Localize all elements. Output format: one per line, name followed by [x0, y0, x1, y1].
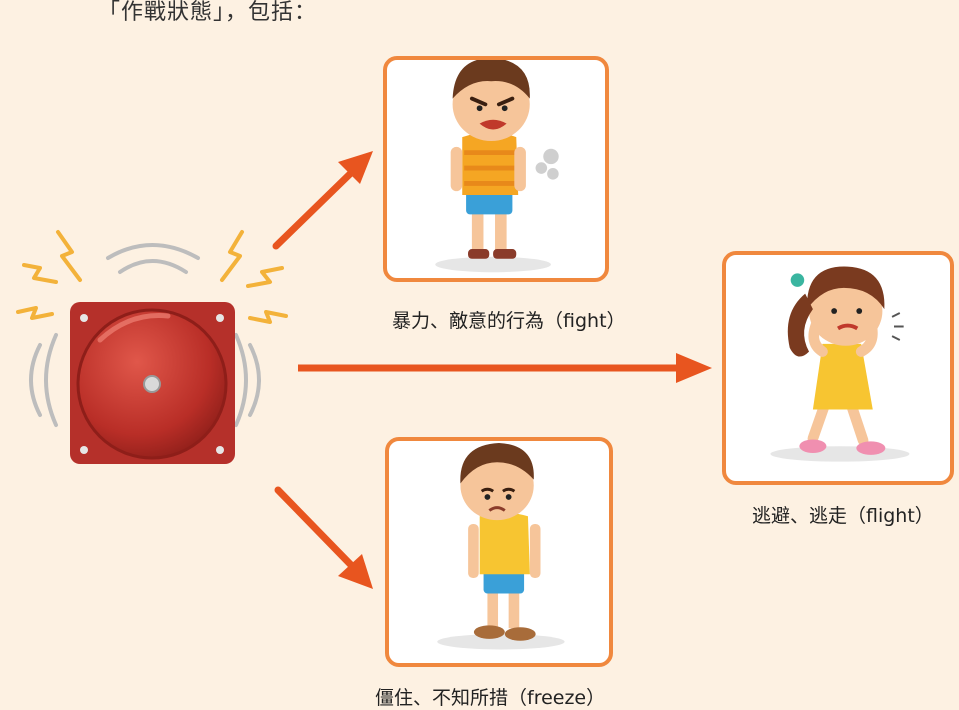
spark-icon	[16, 230, 288, 324]
intro-text: 「作戰狀態」，包括：	[98, 0, 318, 25]
arrow-to-flight	[298, 353, 712, 383]
flight-label: 逃避、逃走（flight）	[752, 505, 934, 527]
freeze-label: 僵住、不知所措（freeze）	[375, 687, 606, 709]
fight-card	[383, 56, 609, 282]
fight-label: 暴力、敵意的行為（fight）	[392, 310, 626, 332]
sad-boy-icon	[437, 442, 565, 650]
arrow-to-fight	[272, 151, 373, 250]
scared-girl-icon	[770, 266, 910, 462]
sound-wave-icon	[29, 243, 261, 427]
flight-card	[722, 251, 954, 485]
alarm-bell-icon	[16, 230, 288, 464]
angry-boy-icon	[435, 60, 559, 273]
arrow-to-freeze	[274, 486, 373, 589]
freeze-card	[385, 437, 613, 667]
